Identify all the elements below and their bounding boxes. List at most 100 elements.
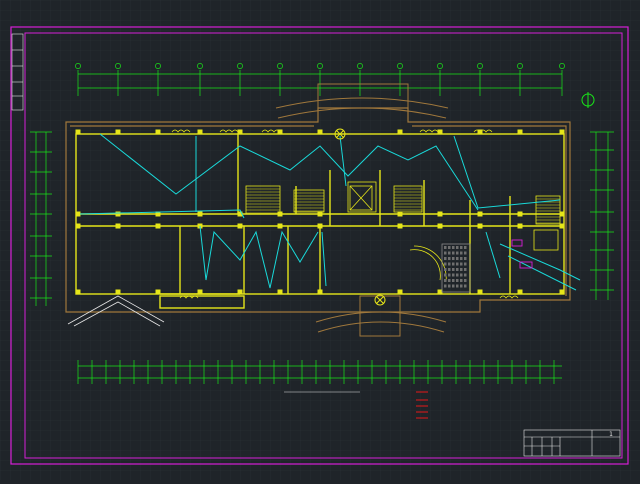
service-cell (448, 251, 451, 255)
axis-bubble (277, 63, 283, 69)
inner-frame (24, 32, 623, 459)
column-mark (237, 129, 243, 135)
column-mark (559, 289, 565, 295)
column-mark (559, 129, 565, 135)
service-cell (452, 251, 455, 255)
elevator-cores (349, 185, 373, 211)
service-cell (444, 257, 447, 260)
column-mark (115, 223, 121, 229)
top-dimension-chain (75, 63, 565, 96)
service-cell (444, 284, 447, 288)
entrance-canopy-top (275, 83, 449, 119)
service-grid (444, 246, 467, 288)
wall-fixtures (171, 129, 519, 299)
axis-bubble (237, 63, 243, 69)
service-cell (464, 279, 467, 282)
column-mark (559, 211, 565, 217)
north-arrow-icon (581, 92, 595, 108)
column-mark (517, 211, 523, 217)
light-fixtures (334, 128, 386, 306)
service-cell (460, 262, 463, 266)
service-cell (460, 284, 463, 288)
service-cell (444, 279, 447, 282)
service-cell (448, 257, 451, 260)
axis-bubble (75, 63, 81, 69)
column-mark (237, 223, 243, 229)
service-cell (448, 268, 451, 271)
service-cell (456, 251, 459, 255)
column-mark (115, 211, 121, 217)
column-mark (115, 289, 121, 295)
right-dimension-chain (590, 131, 614, 300)
service-cell (452, 246, 455, 249)
service-cell (456, 246, 459, 249)
column-mark (477, 223, 483, 229)
column-mark (155, 211, 161, 217)
column-mark (317, 289, 323, 295)
axis-bubble (437, 63, 443, 69)
service-cell (444, 273, 447, 277)
stair-wells (245, 181, 561, 251)
axis-bubble (357, 63, 363, 69)
column-mark (277, 289, 283, 295)
service-cell (448, 262, 451, 266)
column-mark (155, 223, 161, 229)
column-mark (197, 289, 203, 295)
axis-bubble (115, 63, 121, 69)
service-cell (448, 246, 451, 249)
service-cell (464, 262, 467, 266)
column-mark (115, 129, 121, 135)
service-cell (444, 268, 447, 271)
column-mark (75, 211, 81, 217)
axis-bubble (397, 63, 403, 69)
service-cell (448, 279, 451, 282)
column-mark (397, 289, 403, 295)
service-cell (464, 246, 467, 249)
service-cell (452, 268, 455, 271)
service-cell (452, 257, 455, 260)
service-cell (456, 273, 459, 277)
column-mark (317, 211, 323, 217)
column-mark (75, 223, 81, 229)
column-mark (237, 211, 243, 217)
service-cell (456, 279, 459, 282)
column-mark (155, 289, 161, 295)
service-cell (460, 257, 463, 260)
service-cell (452, 273, 455, 277)
service-cell (464, 251, 467, 255)
service-cell (452, 262, 455, 266)
legend (416, 391, 428, 419)
column-mark (477, 211, 483, 217)
column-mark (477, 289, 483, 295)
outer-frame (10, 26, 629, 465)
column-mark (197, 129, 203, 135)
column-mark (437, 211, 443, 217)
column-mark (197, 211, 203, 217)
service-cell (448, 284, 451, 288)
column-mark (237, 289, 243, 295)
service-cell (460, 246, 463, 249)
axis-bubble (559, 63, 565, 69)
column-mark (277, 223, 283, 229)
axis-bubble (317, 63, 323, 69)
service-cell (460, 268, 463, 271)
column-mark (397, 211, 403, 217)
column-mark (75, 129, 81, 135)
column-mark (517, 129, 523, 135)
service-cell (460, 279, 463, 282)
service-cell (464, 268, 467, 271)
column-mark (437, 223, 443, 229)
bottom-dimension-chain (77, 360, 562, 384)
column-mark (317, 129, 323, 135)
title-block (523, 429, 621, 457)
column-mark (437, 129, 443, 135)
column-mark (397, 129, 403, 135)
column-mark (437, 289, 443, 295)
service-cell (452, 279, 455, 282)
axis-bubble (477, 63, 483, 69)
service-cell (444, 251, 447, 255)
service-cell (448, 273, 451, 277)
axis-bubble (155, 63, 161, 69)
service-cell (460, 273, 463, 277)
